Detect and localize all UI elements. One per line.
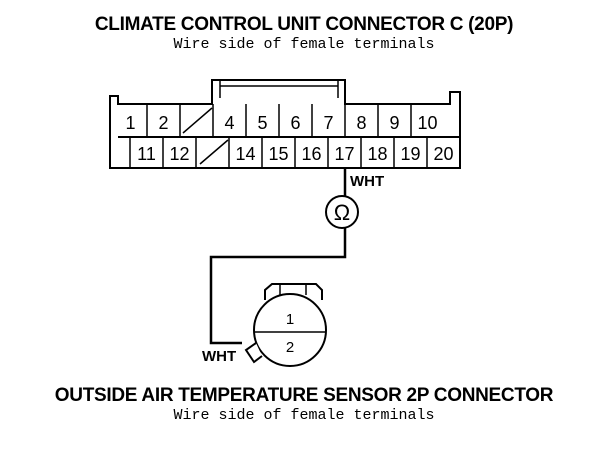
sensor-subtitle: Wire side of female terminals	[173, 407, 435, 424]
terminal-2: 2	[158, 113, 168, 133]
sensor-pin-1: 1	[286, 311, 294, 328]
top-connector-title: CLIMATE CONTROL UNIT CONNECTOR C (20P)	[94, 14, 514, 35]
wire-label-lower: WHT	[202, 348, 236, 365]
terminal-15: 15	[268, 144, 288, 164]
wire-label-upper: WHT	[350, 173, 384, 190]
terminal-16: 16	[301, 144, 321, 164]
ohmmeter-circle	[325, 195, 359, 229]
terminal-18: 18	[367, 144, 387, 164]
terminal-12: 12	[169, 144, 189, 164]
terminal-1: 1	[125, 113, 135, 133]
top-connector-subtitle: Wire side of female terminals	[173, 36, 435, 53]
terminal-17: 17	[334, 144, 354, 164]
sensor-pin-2: 2	[286, 339, 294, 356]
sensor-connector-body	[264, 283, 323, 300]
connector-outline	[109, 79, 461, 169]
sensor-key-tab	[244, 342, 263, 364]
empty-slot-13	[199, 139, 229, 165]
terminal-20: 20	[433, 144, 453, 164]
sensor-title: OUTSIDE AIR TEMPERATURE SENSOR 2P CONNEC…	[54, 385, 554, 406]
terminal-4: 4	[224, 113, 234, 133]
empty-slot-3	[182, 107, 213, 134]
terminal-8: 8	[356, 113, 366, 133]
terminal-11: 11	[137, 144, 156, 164]
terminal-6: 6	[290, 113, 300, 133]
ohm-symbol: Ω	[334, 200, 350, 225]
terminal-10: 10	[417, 113, 437, 133]
terminal-19: 19	[400, 144, 420, 164]
terminal-5: 5	[257, 113, 267, 133]
sensor-connector-circle	[253, 293, 327, 367]
terminal-14: 14	[235, 144, 255, 164]
wire-meter-to-sensor	[209, 228, 347, 345]
terminal-7: 7	[323, 113, 333, 133]
terminal-9: 9	[389, 113, 399, 133]
